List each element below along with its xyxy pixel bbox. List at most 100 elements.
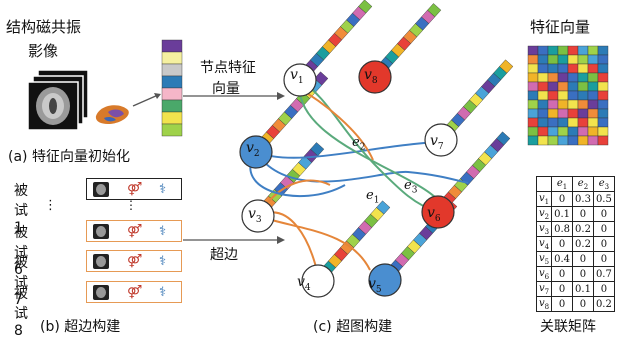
matrix-cell — [537, 63, 549, 74]
matrix-cell — [547, 135, 559, 146]
matrix-cell — [527, 63, 539, 74]
matrix-cell — [587, 108, 599, 119]
matrix-cell — [537, 54, 549, 65]
matrix-cell — [537, 72, 549, 83]
node-stripe — [304, 0, 373, 74]
trial-box: ⚤ ⚕ — [86, 220, 182, 242]
stripe-cell — [496, 131, 511, 146]
matrix-cell — [567, 126, 579, 137]
matrix-cell — [597, 135, 609, 146]
node-label: v7 — [430, 133, 444, 152]
matrix-cell — [587, 81, 599, 92]
matrix-cell — [547, 63, 559, 74]
matrix-cell — [567, 90, 579, 101]
matrix-cell-value: 0 — [572, 206, 594, 222]
matrix-cell — [587, 54, 599, 65]
edge-label: e2 — [352, 135, 366, 153]
matrix-col-header: e2 — [572, 176, 594, 192]
flow-arrows — [132, 92, 285, 244]
node-label: v5 — [368, 276, 382, 295]
trial-box: ⚤ ⚕ — [86, 281, 182, 303]
node-feature-label-line1: 节点特征 — [200, 60, 256, 76]
brain-scan-icon — [93, 182, 109, 197]
matrix-cell — [567, 135, 579, 146]
gender-icon: ⚤ — [127, 254, 143, 269]
matrix-cell — [587, 45, 599, 56]
matrix-cell — [577, 54, 589, 65]
trial-ellipsis-b: ⋮ — [125, 198, 137, 212]
feature-cell — [161, 75, 183, 89]
matrix-cell — [527, 81, 539, 92]
mri-label-line1: 结构磁共振 — [6, 18, 82, 36]
matrix-cell — [527, 108, 539, 119]
graph-node — [301, 264, 335, 298]
matrix-cell — [547, 99, 559, 110]
caption-c: (c) 超图构建 — [313, 319, 393, 335]
feature-cell — [161, 123, 183, 137]
node-label: v1 — [290, 67, 304, 86]
matrix-cell — [567, 63, 579, 74]
matrix-cell — [557, 54, 569, 65]
matrix-cell-value: 0.1 — [572, 281, 594, 297]
matrix-cell-value: 0 — [551, 191, 574, 207]
node-stripe — [445, 59, 514, 134]
node-label: v6 — [427, 205, 441, 224]
node-stripe — [442, 131, 511, 206]
matrix-cell — [597, 63, 609, 74]
feature-matrix-grid — [527, 45, 609, 146]
matrix-cell — [587, 126, 599, 137]
matrix-cell — [547, 108, 559, 119]
trial-label: 被试 7 — [14, 255, 28, 308]
matrix-cell-value: 0 — [572, 266, 594, 282]
matrix-cell — [557, 99, 569, 110]
matrix-cell — [557, 90, 569, 101]
graph-nodes — [239, 60, 458, 298]
matrix-cell-value: 0.2 — [572, 221, 594, 237]
matrix-cell — [527, 45, 539, 56]
matrix-cell — [537, 45, 549, 56]
matrix-col-header: e1 — [551, 176, 574, 192]
matrix-cell — [557, 45, 569, 56]
mri-stack-icon — [27, 69, 89, 131]
matrix-row-header: v5 — [535, 251, 553, 267]
matrix-cell — [527, 54, 539, 65]
matrix-cell — [567, 99, 579, 110]
dna-icon: ⚕ — [159, 285, 167, 300]
matrix-cell-value: 0 — [551, 236, 574, 252]
graph-node — [239, 135, 273, 169]
matrix-cell-value: 0.8 — [551, 221, 574, 237]
matrix-cell — [577, 126, 589, 137]
matrix-cell — [547, 54, 559, 65]
feature-cell — [161, 51, 183, 65]
matrix-cell-value: 0.5 — [592, 191, 615, 207]
caption-a: (a) 特征向量初始化 — [8, 149, 130, 165]
edge-label: e1 — [366, 188, 380, 206]
stripe-cell — [358, 0, 373, 14]
matrix-cell — [547, 90, 559, 101]
matrix-cell — [577, 135, 589, 146]
matrix-cell — [537, 90, 549, 101]
brain-scan-icon — [93, 254, 109, 269]
matrix-col-header: e3 — [592, 176, 615, 192]
dna-icon: ⚕ — [159, 182, 167, 197]
trial-label: 被试 1 — [14, 183, 28, 236]
matrix-cell — [537, 108, 549, 119]
graph-node — [368, 263, 402, 297]
matrix-cell — [537, 81, 549, 92]
matrix-cell — [527, 90, 539, 101]
matrix-cell-value: 0 — [592, 221, 615, 237]
stripe-cell — [314, 71, 329, 86]
matrix-cell — [577, 81, 589, 92]
stripe-cell — [427, 3, 442, 18]
gender-icon: ⚤ — [127, 224, 143, 239]
matrix-cell — [587, 72, 599, 83]
feature-vectors-title: 特征向量 — [530, 18, 591, 36]
gender-icon: ⚤ — [127, 285, 143, 300]
mri-label-line2: 影像 — [28, 42, 59, 60]
